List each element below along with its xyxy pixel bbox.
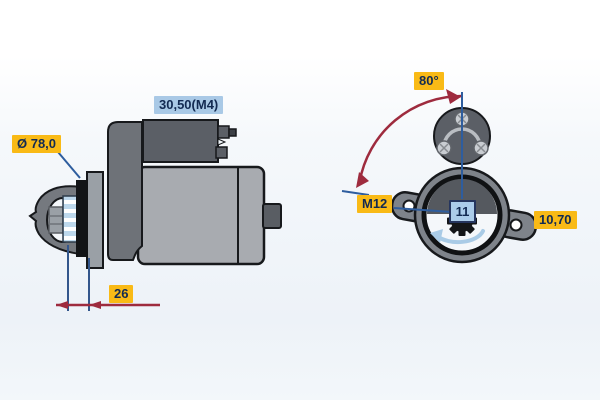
dimension-line-26 [56,301,160,309]
arc-arrow-top [446,89,461,104]
flange-gasket [76,180,88,257]
arc-arrow-bottom [356,172,369,188]
diameter-leader-line [57,151,81,179]
pinion-shaft [48,206,64,234]
angle-arc-80 [341,89,463,196]
label-mounting-angle: 80° [414,72,444,90]
m12-leader-line [393,207,453,213]
motor-body [136,165,266,266]
label-teeth-count: 11 [449,200,476,223]
pinion-gear-side [62,195,81,243]
label-thread-size: M12 [357,195,393,213]
label-solenoid-length: 30,50(M4) [154,96,224,114]
solenoid-terminal-lower [215,146,228,159]
dimension-arrow [56,301,68,309]
dimension-arrow [89,301,101,309]
rear-bearing-stud [262,203,282,229]
label-pinion-projection: 26 [109,285,134,303]
solenoid-terminal-tip [228,128,237,137]
solenoid-terminal-upper [217,125,230,139]
flange-plate [86,171,104,269]
drive-end-bracket [107,121,143,261]
angle-reference-tick [341,190,370,196]
label-flange-diameter: Ø 78,0 [12,135,62,153]
front-view [341,89,538,264]
mounting-hole-right [509,218,523,232]
rotation-direction-arrow [430,229,485,245]
label-depth-dimension: 10,70 [534,211,577,229]
solenoid-notch [217,138,227,146]
solenoid-body [142,119,219,163]
side-view [28,119,282,311]
